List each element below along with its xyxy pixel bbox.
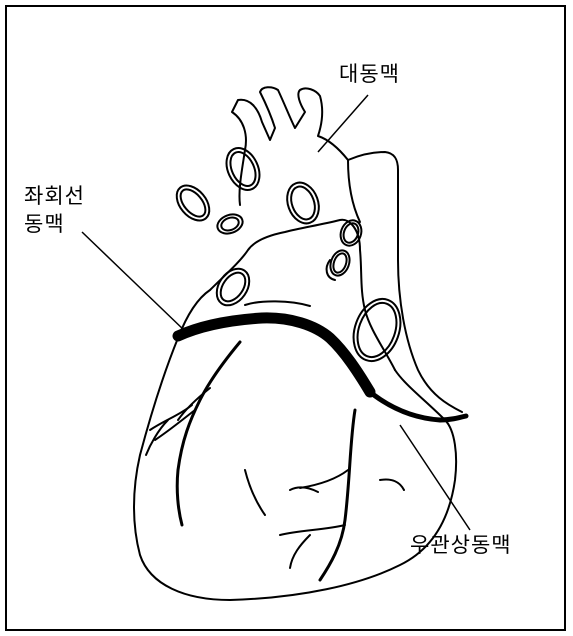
- heart-outline: [134, 338, 456, 600]
- vena-cava: [348, 152, 462, 412]
- leader-left-circumflex: [82, 232, 186, 332]
- label-left-circumflex-line2: 동맥: [24, 210, 65, 238]
- label-left-circumflex-line1: 좌회선: [24, 182, 85, 210]
- circumflex-artery: [178, 318, 370, 392]
- leader-aorta: [318, 95, 368, 152]
- label-aorta: 대동맥: [339, 60, 400, 88]
- left-branch-1: [177, 342, 240, 525]
- label-right-coronary: 우관상동맥: [410, 531, 512, 559]
- atrium-outline: [178, 220, 395, 370]
- leader-right-coronary: [400, 425, 470, 530]
